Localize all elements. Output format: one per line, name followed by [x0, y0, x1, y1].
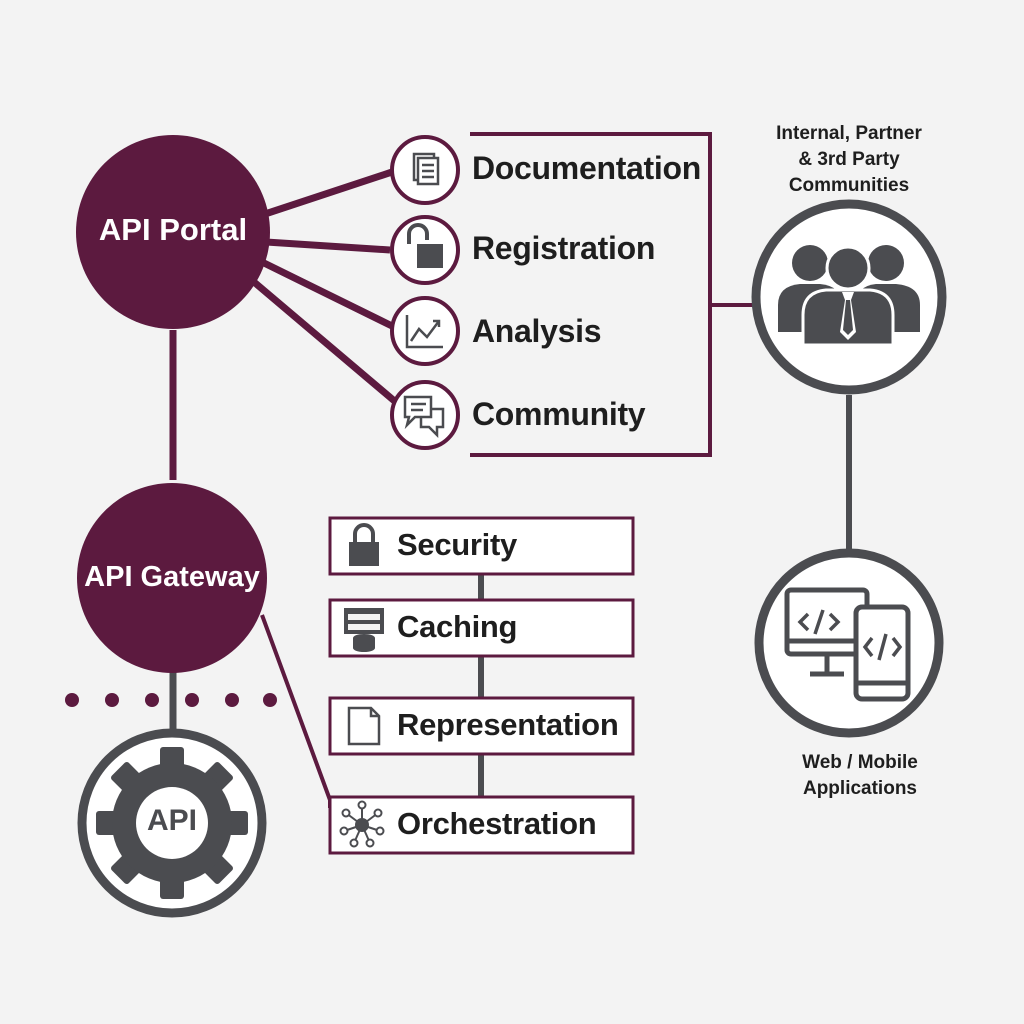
- connector-analysis: [260, 258, 394, 330]
- connector-documentation: [260, 168, 394, 219]
- feature-registration-label: Registration: [472, 230, 656, 266]
- page-icon: [347, 706, 381, 746]
- api-core-label: API: [146, 804, 197, 837]
- applications-caption-line: Web / Mobile: [802, 752, 918, 773]
- portal-connectors: [169, 168, 401, 480]
- orchestration-box: [328, 795, 635, 855]
- necktie-icon: [840, 292, 856, 340]
- api-portal-label: API Portal: [98, 212, 248, 247]
- connector-gateway-orchestration: [260, 614, 332, 808]
- api-gateway-node: [77, 483, 267, 673]
- representation-box: [328, 696, 635, 756]
- policy-security-label: Security: [397, 527, 517, 562]
- connector-community: [251, 279, 401, 407]
- communities-caption: Internal, Partner & 3rd Party Communitie…: [749, 121, 949, 199]
- applications-caption: Web / Mobile Applications: [760, 750, 960, 802]
- policy-representation-label: Representation: [397, 707, 619, 742]
- gear-icon: [96, 747, 248, 899]
- api-gateway-label: API Gateway: [84, 561, 260, 593]
- communities-caption-line: & 3rd Party: [798, 149, 900, 170]
- padlock-icon: [349, 523, 379, 566]
- policy-caching-label: Caching: [397, 609, 518, 644]
- connector-registration: [265, 238, 391, 254]
- line-chart-icon: [405, 315, 443, 349]
- feature-community-label: Community: [472, 396, 646, 432]
- feature-analysis-label: Analysis: [472, 313, 602, 349]
- communities-caption-line: Internal, Partner: [776, 123, 922, 144]
- security-box: [328, 516, 635, 576]
- network-hub-icon: [339, 800, 385, 848]
- analysis-icon-ring: [390, 296, 460, 366]
- features-bracket: [470, 132, 712, 457]
- feature-documentation-label: Documentation: [472, 150, 701, 186]
- unlocked-padlock-icon: [407, 223, 443, 268]
- api-portal-node: [76, 135, 270, 329]
- dotted-divider: [65, 693, 277, 707]
- policy-orchestration-label: Orchestration: [397, 806, 597, 841]
- server-cache-icon: [344, 608, 384, 652]
- applications-caption-line: Applications: [802, 778, 917, 799]
- document-icon: [412, 152, 440, 186]
- code-bracket-icon: [797, 609, 903, 661]
- communities-caption-line: Communities: [788, 175, 910, 196]
- chat-bubbles-icon: [403, 395, 445, 439]
